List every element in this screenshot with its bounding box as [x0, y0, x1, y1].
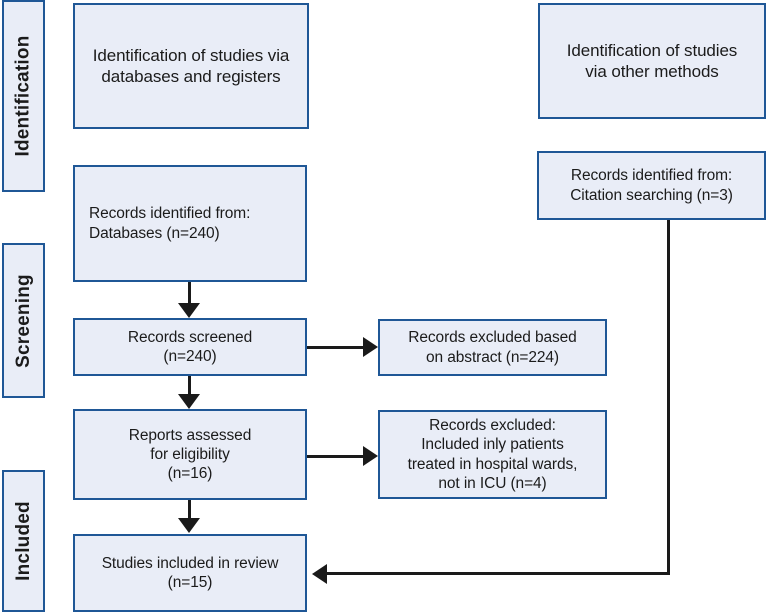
connector-assessed-to-included [188, 500, 191, 520]
node-records-excluded-abstract: Records excluded based on abstract (n=22… [378, 319, 607, 376]
node-records-identified-databases: Records identified from: Databases (n=24… [73, 165, 307, 282]
stage-label-screening-text: Screening [12, 273, 34, 368]
node-reports-assessed-text: Reports assessed for eligibility (n=16) [128, 426, 252, 483]
node-records-excluded-wards-text: Records excluded: Included inly patients… [407, 417, 578, 492]
node-records-screened-text: Records screened (n=240) [127, 328, 253, 365]
stage-label-included: Included [2, 470, 45, 612]
arrowhead-citation-to-included [312, 564, 327, 584]
arrowhead-databases-to-screened [178, 303, 200, 318]
arrowhead-screened-to-excluded-abstract [363, 337, 378, 357]
header-box-other-methods: Identification of studies via other meth… [538, 3, 766, 119]
connector-screened-to-assessed [188, 376, 191, 397]
connector-databases-to-screened [188, 282, 191, 306]
stage-label-included-text: Included [12, 501, 34, 581]
connector-citation-vertical [667, 220, 670, 575]
header-box-databases: Identification of studies via databases … [73, 3, 309, 129]
node-studies-included: Studies included in review (n=15) [73, 534, 307, 612]
header-box-databases-text: Identification of studies via databases … [92, 45, 290, 86]
node-records-screened: Records screened (n=240) [73, 318, 307, 376]
connector-screened-to-excluded-abstract [307, 346, 365, 349]
stage-label-screening: Screening [2, 243, 45, 398]
stage-label-identification-text: Identification [12, 35, 34, 157]
node-records-identified-citation-text: Records identified from: Citation search… [570, 167, 733, 204]
node-records-excluded-wards: Records excluded: Included inly patients… [378, 410, 607, 499]
node-reports-assessed: Reports assessed for eligibility (n=16) [73, 409, 307, 500]
node-records-excluded-abstract-text: Records excluded based on abstract (n=22… [408, 329, 577, 366]
arrowhead-screened-to-assessed [178, 394, 200, 409]
arrowhead-assessed-to-included [178, 518, 200, 533]
node-studies-included-text: Studies included in review (n=15) [101, 554, 279, 591]
arrowhead-assessed-to-excluded-wards [363, 446, 378, 466]
node-records-identified-citation: Records identified from: Citation search… [537, 151, 766, 220]
connector-assessed-to-excluded-wards [307, 455, 365, 458]
node-records-identified-databases-text: Records identified from: Databases (n=24… [89, 205, 251, 242]
connector-citation-horizontal [327, 572, 669, 575]
stage-label-identification: Identification [2, 0, 45, 192]
header-box-other-methods-text: Identification of studies via other meth… [566, 40, 738, 81]
